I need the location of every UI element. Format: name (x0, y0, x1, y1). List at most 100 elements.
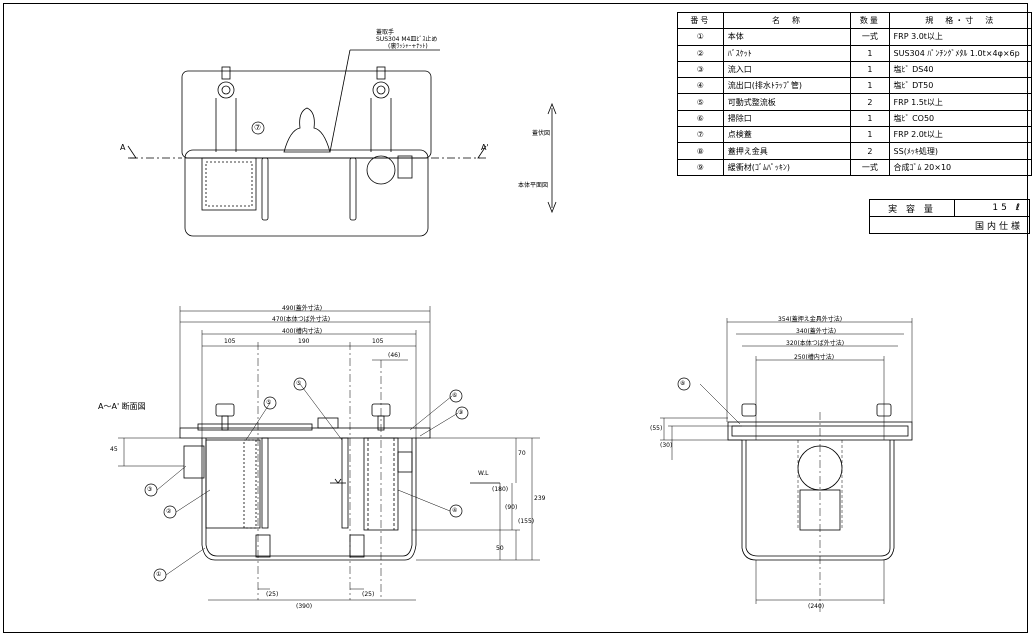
outlet-trap (363, 437, 399, 531)
part-qty: 2 (850, 142, 890, 160)
dim-239: 239 (534, 495, 546, 502)
part-number: ⑦ (677, 126, 724, 144)
part-spec: SS(ﾒｯｷ処理) (888, 142, 1032, 160)
part-qty: 1 (850, 126, 890, 144)
header-name: 名 称 (722, 11, 852, 30)
dim-70: 70 (518, 450, 526, 457)
header-qty: 数量 (850, 11, 890, 30)
marker-5b: ⑤ (266, 399, 272, 406)
header-number: 番号 (677, 11, 724, 30)
parts-table-header: 番号 名 称 数量 規 格・寸 法 (677, 11, 1032, 30)
section-mark-left: A (120, 143, 126, 152)
dim-390: (390) (296, 603, 313, 610)
marker-8: ⑧ (680, 380, 686, 387)
part-name: 掃除口 (722, 109, 852, 128)
marker-lid: ⑦ (254, 123, 262, 132)
dim-490: 490(蓋外寸法) (282, 305, 323, 312)
handle-note-1: 蓋取手 (376, 29, 395, 36)
part-number: ⑤ (677, 93, 724, 111)
dim-470: 470(本体つば外寸法) (272, 316, 331, 323)
front-section-view (118, 306, 540, 601)
basket-section (205, 439, 261, 529)
part-spec: 塩ﾋﾞ DS40 (888, 60, 1032, 79)
part-number: ⑥ (677, 109, 724, 128)
dim-25-right: (25) (362, 591, 375, 598)
part-qty: 一式 (850, 28, 890, 46)
lid-outline (181, 70, 432, 159)
arrow-label-top: 蓋伏図 (532, 130, 551, 137)
marker-5a: ⑤ (296, 380, 302, 387)
dim-105-right: 105 (372, 338, 384, 345)
part-markers (144, 121, 691, 582)
section-title: A～A' 断面図 (98, 402, 146, 411)
dim-400: 400(槽内寸法) (282, 328, 323, 335)
part-qty: 1 (850, 109, 890, 128)
header-spec: 規 格・寸 法 (888, 11, 1032, 30)
part-spec: 塩ﾋﾞ DT50 (888, 77, 1032, 95)
part-spec: 塩ﾋﾞ CO50 (888, 109, 1032, 128)
dim-25-left: (25) (266, 591, 279, 598)
side-dim-340: 340(蓋外寸法) (796, 328, 837, 335)
part-number: ⑨ (677, 158, 724, 176)
side-dim-30: (30) (660, 442, 673, 449)
body-section (201, 438, 417, 561)
lid-bolt-left (215, 66, 237, 152)
body-outline (184, 149, 429, 237)
dim-155: (155) (518, 518, 535, 525)
capacity-value: 15 (992, 203, 1010, 213)
part-spec: SUS304 ﾊﾟﾝﾁﾝｸﾞﾒﾀﾙ 1.0t×4φ×6p (888, 44, 1032, 62)
arrow-label-bottom: 本体平面図 (518, 182, 549, 189)
part-name: ﾊﾞｽｹｯﾄ (722, 44, 852, 62)
part-spec: 合成ｺﾞﾑ 20×10 (888, 158, 1032, 176)
lid-bolt-right (370, 66, 392, 152)
side-dim-354: 354(蓋押え金具外寸法) (778, 316, 843, 323)
basket-plan (201, 157, 257, 211)
marker-2: ② (166, 508, 172, 515)
inlet-pipe (183, 445, 205, 479)
side-dim-240: (240) (808, 603, 825, 610)
part-name: 本体 (722, 28, 852, 46)
capacity-spec: 国内仕様 (869, 216, 1030, 234)
lid-section (179, 427, 431, 439)
part-number: ③ (677, 60, 724, 79)
capacity-unit: ℓ (1015, 203, 1023, 213)
dim-50: 50 (496, 545, 504, 552)
part-qty: 一式 (850, 158, 890, 176)
top-view (127, 49, 557, 237)
part-qty: 1 (850, 44, 890, 62)
part-qty: 1 (850, 60, 890, 79)
water-level: W.L (478, 470, 489, 477)
side-dim-55: (55) (650, 425, 663, 432)
part-name: 蓋押え金具 (722, 142, 852, 160)
marker-3: ③ (147, 486, 153, 493)
part-name: 可動式整流板 (722, 93, 852, 111)
handle-note-3: (裏ﾜｯｼｬｰ+ﾅｯﾄ) (388, 43, 428, 50)
outlet-plan (366, 155, 396, 185)
capacity-table: 実 容 量 15 ℓ 国内仕様 (869, 199, 1030, 234)
part-qty: 1 (850, 77, 890, 95)
dim-90: (90) (505, 504, 518, 511)
side-body (741, 440, 895, 561)
part-number: ④ (677, 77, 724, 95)
part-spec: FRP 2.0t以上 (888, 126, 1032, 144)
part-name: 流入口 (722, 60, 852, 79)
capacity-label: 実 容 量 (869, 199, 955, 217)
dim-190: 190 (298, 338, 310, 345)
part-name: 緩衝材(ｺﾞﾑﾊﾟｯｷﾝ) (722, 158, 852, 176)
dim-180: (180) (492, 486, 509, 493)
dim-45: 45 (110, 446, 118, 453)
marker-1: ① (156, 571, 162, 578)
lid-handle (283, 107, 331, 153)
part-name: 流出口(排水ﾄﾗｯﾌﾟ管) (722, 77, 852, 95)
